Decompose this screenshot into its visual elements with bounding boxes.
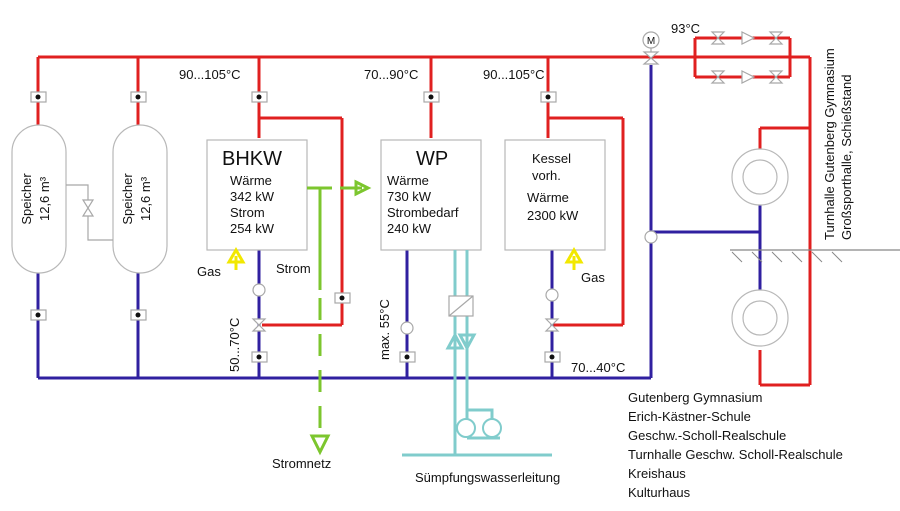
gas-arrow-icon [564,247,584,264]
bhkw-line-2: 342 kW [230,189,275,204]
water-pump-icon [482,418,502,438]
pump-icon [252,283,266,297]
kessel-line-4: 2300 kW [527,208,579,223]
temp-bhkw-return: 50...70°C [227,318,242,372]
gas-arrow-icon [226,247,246,264]
fittings [30,31,784,363]
water-arrow-icon [445,331,465,350]
grid-arrow-icon [309,434,331,456]
consumer-4: Turnhalle Geschw. Scholl-Realschule [628,447,843,462]
tank-connection [66,184,113,241]
kessel-gas-label: Gas [581,270,605,285]
kessel-unit: Kessel vorh. Wärme 2300 kW [504,139,606,251]
storage-1-volume: 12,6 m³ [37,176,52,221]
temp-kessel-supply: 90...105°C [483,67,545,82]
mixing-valve-icon [251,318,267,332]
turnhalle-line-1: Turnhalle Gutenberg Gymnasium [822,48,837,240]
consumer-5: Kreishaus [628,466,686,481]
bhkw-line-1: Wärme [230,173,272,188]
temp-wp-supply: 70...90°C [364,67,418,82]
bhkw-strom-label: Strom [276,261,311,276]
storage-tank-1: Speicher 12,6 m³ [11,124,67,274]
kessel-line-1: Kessel [532,151,571,166]
gas-arrow-kessel [564,247,584,270]
consumer-2: Erich-Kästner-Schule [628,409,751,424]
storage-2-label: Speicher [120,173,135,225]
consumer-3: Geschw.-Scholl-Realschule [628,428,786,443]
storage-2-volume: 12,6 m³ [138,176,153,221]
kessel-line-2: vorh. [532,168,561,183]
stromnetz-label: Stromnetz [272,456,331,471]
motor-icon [642,31,660,49]
wp-line-1: Wärme [387,173,429,188]
power-arrow-icon [354,179,372,197]
bhkw-title: BHKW [222,148,282,170]
wp-line-2: 730 kW [387,189,432,204]
temp-bhkw-supply: 90...105°C [179,67,241,82]
bhkw-unit: BHKW Wärme 342 kW Strom 254 kW [206,139,308,251]
pump-icon [545,288,559,302]
wp-line-4: 240 kW [387,221,432,236]
consumer-1: Gutenberg Gymnasium [628,390,762,405]
hall-exchangers [730,148,900,347]
bhkw-gas-label: Gas [197,264,221,279]
water-pump-icon [456,418,476,438]
storage-1-label: Speicher [19,173,34,225]
turnhalle-line-2: Großsporthalle, Schießstand [839,75,854,240]
wp-title: WP [416,148,448,170]
electric-lines [307,179,372,456]
consumer-6: Kulturhaus [628,485,691,500]
pump-icon [644,230,658,244]
temp-main-supply: 93°C [671,21,700,36]
storage-tank-2: Speicher 12,6 m³ [112,124,168,274]
pump-icon [400,321,414,335]
water-arrow-icon [457,333,477,352]
water-lines [402,250,552,457]
bhkw-line-3: Strom [230,205,265,220]
kessel-line-3: Wärme [527,190,569,205]
mixing-valve-icon [544,318,560,332]
suempfung-label: Sümpfungswasserleitung [415,470,560,485]
labels: 90...105°C 70...90°C 90...105°C 93°C 50.… [179,21,854,500]
bhkw-line-4: 254 kW [230,221,275,236]
wp-unit: WP Wärme 730 kW Strombedarf 240 kW [380,139,482,251]
temp-return: 70...40°C [571,360,625,375]
motor-valve: M [642,31,660,65]
wp-line-3: Strombedarf [387,205,459,220]
motor-label: M [647,36,655,47]
temp-wp-return-max: max. 55°C [377,299,392,360]
return-pipes [36,65,762,380]
gas-arrow-bhkw [226,247,246,270]
